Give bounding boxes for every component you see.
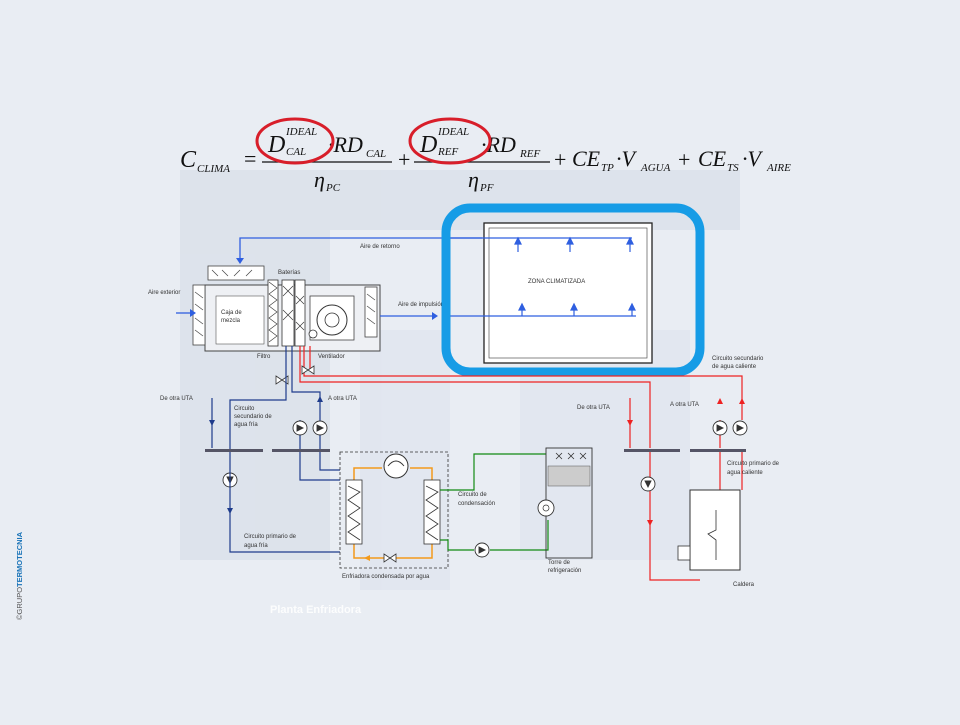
label-boiler: Caldera bbox=[733, 582, 755, 588]
eq-equals: = bbox=[244, 146, 256, 171]
boiler bbox=[677, 489, 741, 571]
term1-highlight-circle bbox=[255, 117, 335, 165]
eq-plus-2: + bbox=[554, 147, 566, 172]
eq-lhs: C bbox=[180, 147, 197, 173]
hot-pump-icon bbox=[640, 420, 748, 492]
brand-prefix: ©GRUPO bbox=[15, 587, 24, 620]
eq-term3-sub: TP bbox=[601, 162, 614, 174]
eq-lhs-sub: CLIMA bbox=[197, 163, 230, 175]
label-hot-primary-2: agua caliente bbox=[727, 470, 763, 476]
supply-damper bbox=[364, 286, 378, 338]
eq-term4-sub: TS bbox=[727, 162, 739, 174]
brand-watermark: ©GRUPOTERMOTECNIA bbox=[10, 520, 26, 620]
label-cold-secondary-3: agua fría bbox=[234, 422, 258, 428]
eq-term2-rd-sub: REF bbox=[519, 148, 540, 160]
label-fan: Ventilador bbox=[318, 354, 345, 360]
hot-manifold-1 bbox=[624, 449, 680, 452]
label-return-air: Aire de retorno bbox=[360, 244, 400, 250]
eq-term4: CE bbox=[698, 146, 727, 171]
svg-text:©GRUPOTERMOTECNIA: ©GRUPOTERMOTECNIA bbox=[15, 531, 24, 620]
brand-suffix: TERMOTECNIA bbox=[15, 531, 24, 587]
cold-manifold-2 bbox=[272, 449, 330, 452]
label-cooling-tower-2: refrigeración bbox=[548, 568, 581, 574]
label-mixing-box-1: Caja de bbox=[221, 310, 242, 316]
eq-term1-den: η bbox=[314, 167, 325, 192]
label-condensation-2: condensación bbox=[458, 501, 495, 507]
eq-term1-d: D bbox=[267, 132, 285, 158]
condensation-circuit bbox=[440, 453, 549, 551]
label-cold-secondary-2: secundario de bbox=[234, 414, 272, 420]
label-from-other-ahu-left: De otra UTA bbox=[160, 396, 193, 402]
heating-coil bbox=[294, 279, 306, 347]
background-title: Planta Enfriadora bbox=[270, 604, 362, 616]
mixing-box bbox=[215, 295, 265, 345]
outdoor-damper bbox=[192, 284, 206, 346]
eq-term2-rd: ·RD bbox=[481, 132, 516, 157]
tower-fan-icon bbox=[537, 499, 555, 517]
eq-plus-1: + bbox=[398, 147, 410, 172]
eq-term2-den-sub: PF bbox=[479, 182, 494, 194]
cooling-coil bbox=[281, 279, 295, 347]
cold-water-primary-circuit bbox=[229, 452, 340, 553]
label-hot-secondary-1: Circuito secundario bbox=[712, 356, 764, 362]
term2-highlight-circle bbox=[408, 117, 492, 165]
label-supply-air: Aire de impulsión bbox=[398, 302, 444, 308]
label-filter: Filtro bbox=[257, 354, 271, 360]
eq-term1-sub: CAL bbox=[286, 146, 306, 158]
cooling-tower bbox=[537, 447, 593, 559]
hot-manifold-2 bbox=[690, 449, 746, 452]
expansion-valve-icon bbox=[383, 553, 397, 563]
fan-icon bbox=[308, 295, 355, 341]
climate-cost-equation: C CLIMA = D IDEAL CAL ·RD CAL η PC + D I… bbox=[180, 117, 791, 194]
background-watermark bbox=[180, 170, 740, 590]
label-cold-primary-1: Circuito primario de bbox=[244, 534, 297, 540]
eq-term3-v: ·V bbox=[616, 146, 638, 171]
eq-term1-sup: IDEAL bbox=[285, 126, 317, 138]
hvac-schematic: Aire de retorno bbox=[148, 203, 780, 588]
outdoor-air-arrow bbox=[190, 309, 196, 317]
water-cooled-chiller bbox=[339, 451, 449, 569]
eq-term2-den: η bbox=[468, 167, 479, 192]
label-cold-primary-2: agua fría bbox=[244, 543, 268, 549]
label-hot-secondary-2: de agua caliente bbox=[712, 364, 757, 370]
eq-term2-d: D bbox=[419, 132, 437, 158]
eq-term4-v-sub: AIRE bbox=[766, 162, 791, 174]
eq-term1-den-sub: PC bbox=[325, 182, 341, 194]
label-from-other-ahu-right: De otra UTA bbox=[577, 405, 610, 411]
return-damper bbox=[207, 265, 265, 281]
pump-icon bbox=[222, 420, 328, 488]
label-chiller: Enfriadora condensada por agua bbox=[342, 574, 430, 580]
label-cooling-tower-1: Torre de bbox=[548, 560, 571, 566]
eq-term2-sup: IDEAL bbox=[437, 126, 469, 138]
return-air-duct bbox=[236, 237, 482, 264]
eq-term2-sub: REF bbox=[437, 146, 458, 158]
climatized-zone bbox=[445, 222, 653, 364]
label-coils: Baterías bbox=[278, 270, 300, 276]
cold-manifold-1 bbox=[205, 449, 263, 452]
eq-plus-3: + bbox=[678, 147, 690, 172]
label-to-other-ahu-left: A otra UTA bbox=[328, 396, 357, 402]
label-outdoor-air: Aire exterior bbox=[148, 290, 180, 296]
eq-term4-v: ·V bbox=[742, 146, 764, 171]
label-mixing-box-2: mezcla bbox=[221, 318, 241, 324]
label-climatized-zone: ZONA CLIMATIZADA bbox=[528, 279, 585, 285]
filter bbox=[267, 279, 279, 347]
eq-term1-rd-sub: CAL bbox=[366, 148, 386, 160]
condenser-pump-icon bbox=[474, 542, 490, 558]
label-hot-primary-1: Circuito primario de bbox=[727, 461, 780, 467]
hot-water-flow-arrows bbox=[627, 398, 745, 526]
zone-highlight-box bbox=[441, 203, 705, 377]
eq-term3: CE bbox=[572, 146, 601, 171]
label-to-other-ahu-right: A otra UTA bbox=[670, 402, 699, 408]
label-cold-secondary-1: Circuito bbox=[234, 406, 255, 412]
eq-term3-v-sub: AGUA bbox=[640, 162, 671, 174]
compressor-icon bbox=[383, 453, 409, 479]
label-condensation-1: Circuito de bbox=[458, 492, 487, 498]
air-handling-unit bbox=[192, 265, 381, 352]
supply-air-arrow bbox=[432, 312, 438, 320]
